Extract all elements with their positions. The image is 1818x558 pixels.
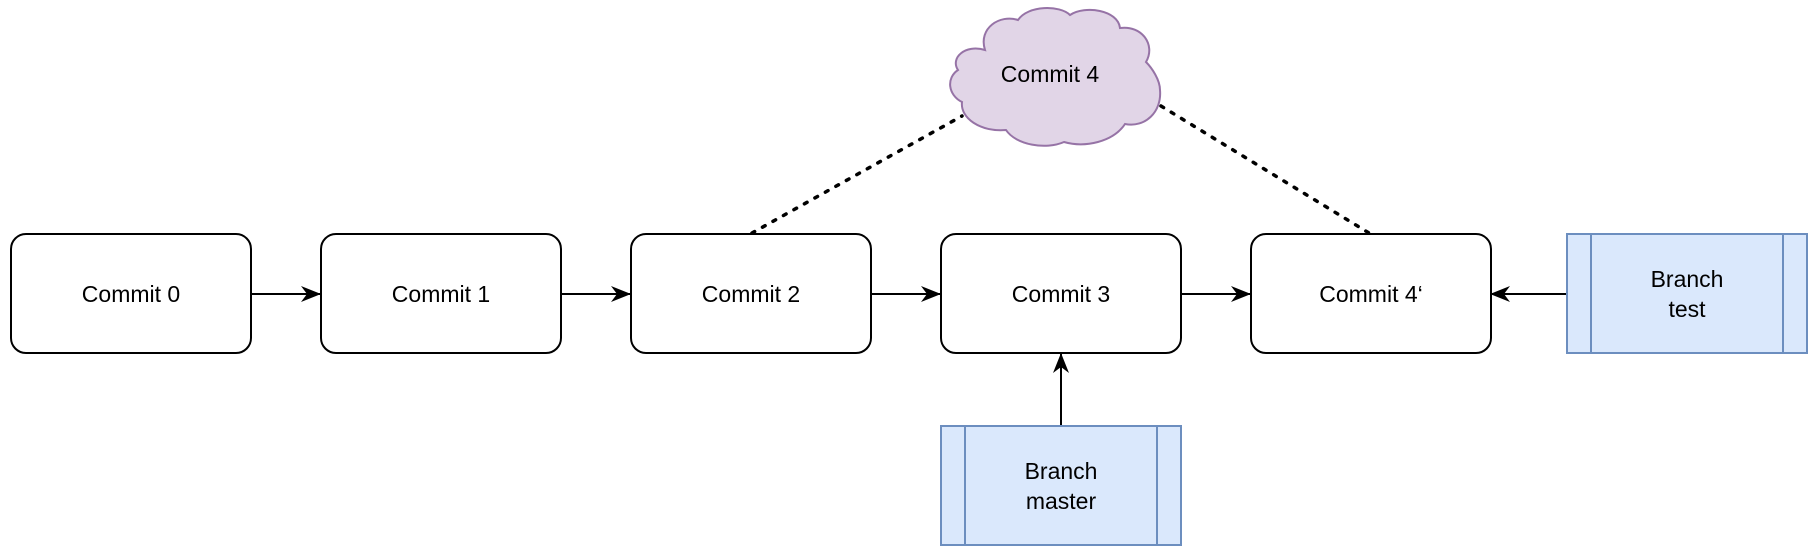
commit-3-box <box>940 233 1182 354</box>
commit-4-prime-label: Commit 4‘ <box>1319 281 1423 307</box>
commit-4-prime: Commit 4‘ <box>1250 233 1492 354</box>
commit-2-box <box>630 233 872 354</box>
branch-test-label-line1: Branch <box>1651 266 1724 292</box>
edges <box>251 104 1567 426</box>
commit-3: Commit 3 <box>940 233 1182 354</box>
commit-2: Commit 2 <box>630 233 872 354</box>
commit-4-prime-box <box>1250 233 1492 354</box>
branch-test: Branch test <box>1566 233 1808 354</box>
commit-2-label: Commit 2 <box>702 281 800 307</box>
cloud-label: Commit 4 <box>1001 61 1100 87</box>
commit-1-box <box>320 233 562 354</box>
branch-master: Branch master <box>940 425 1182 546</box>
commit-0: Commit 0 <box>10 233 252 354</box>
branch-master-label-line1: Branch <box>1025 458 1098 484</box>
branch-test-box <box>1566 233 1808 354</box>
commit-0-box <box>10 233 252 354</box>
branch-master-box <box>940 425 1182 546</box>
dotted-edge-commit-4-to-commit-4-prime <box>1159 104 1371 235</box>
cloud-commit-4: Commit 4 <box>949 7 1162 147</box>
commit-0-label: Commit 0 <box>82 281 180 307</box>
commit-1: Commit 1 <box>320 233 562 354</box>
branch-test-label-line2: test <box>1668 296 1706 322</box>
branch-master-label-line2: master <box>1026 488 1097 514</box>
cloud-shape <box>949 7 1162 147</box>
dotted-edge-commit-2-to-commit-4 <box>750 114 964 235</box>
commit-3-label: Commit 3 <box>1012 281 1110 307</box>
commit-1-label: Commit 1 <box>392 281 490 307</box>
